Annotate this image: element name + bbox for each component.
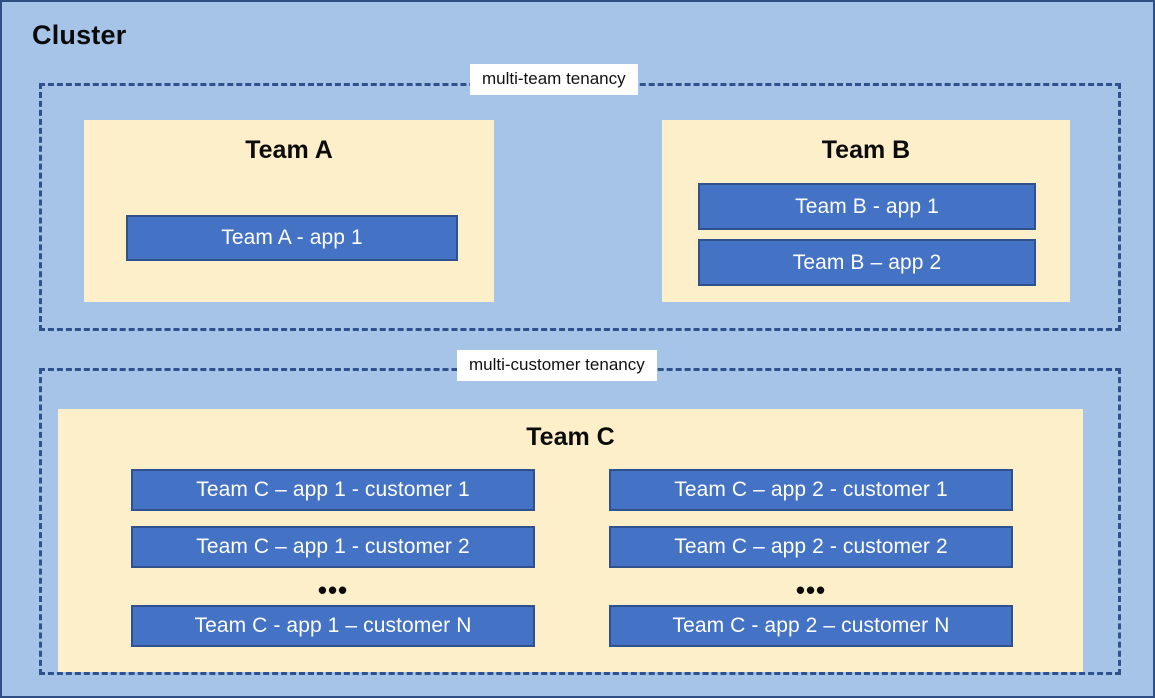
- team-c-app-2-column: Team C – app 2 - customer 1 Team C – app…: [609, 469, 1013, 662]
- team-c-app-2-customer-2-box[interactable]: Team C – app 2 - customer 2: [609, 526, 1013, 568]
- team-c-title: Team C: [526, 423, 615, 451]
- team-b-app-2-box[interactable]: Team B – app 2: [698, 239, 1036, 286]
- team-c-app-2-customer-1-box[interactable]: Team C – app 2 - customer 1: [609, 469, 1013, 511]
- team-a-app-1-box[interactable]: Team A - app 1: [126, 215, 458, 261]
- team-c-panel: Team C Team C – app 1 - customer 1 Team …: [58, 409, 1083, 672]
- team-a-title: Team A: [245, 136, 333, 164]
- team-b-app-1-box[interactable]: Team B - app 1: [698, 183, 1036, 230]
- cluster-title: Cluster: [32, 20, 127, 50]
- region-label-multi-team-tenancy: multi-team tenancy: [470, 64, 638, 95]
- team-c-app-1-customer-1-box[interactable]: Team C – app 1 - customer 1: [131, 469, 535, 511]
- team-b-panel: Team B Team B - app 1 Team B – app 2: [662, 120, 1070, 302]
- team-a-panel: Team A Team A - app 1: [84, 120, 494, 302]
- team-c-app-2-customer-n-box[interactable]: Team C - app 2 – customer N: [609, 605, 1013, 647]
- team-c-app-1-customer-n-box[interactable]: Team C - app 1 – customer N: [131, 605, 535, 647]
- team-c-app-1-customer-2-box[interactable]: Team C – app 1 - customer 2: [131, 526, 535, 568]
- region-label-multi-customer-tenancy: multi-customer tenancy: [457, 350, 657, 381]
- team-c-app-2-ellipsis: •••: [795, 575, 827, 605]
- team-c-app-1-column: Team C – app 1 - customer 1 Team C – app…: [131, 469, 535, 662]
- team-c-app-1-ellipsis: •••: [317, 575, 349, 605]
- team-b-title: Team B: [821, 136, 911, 164]
